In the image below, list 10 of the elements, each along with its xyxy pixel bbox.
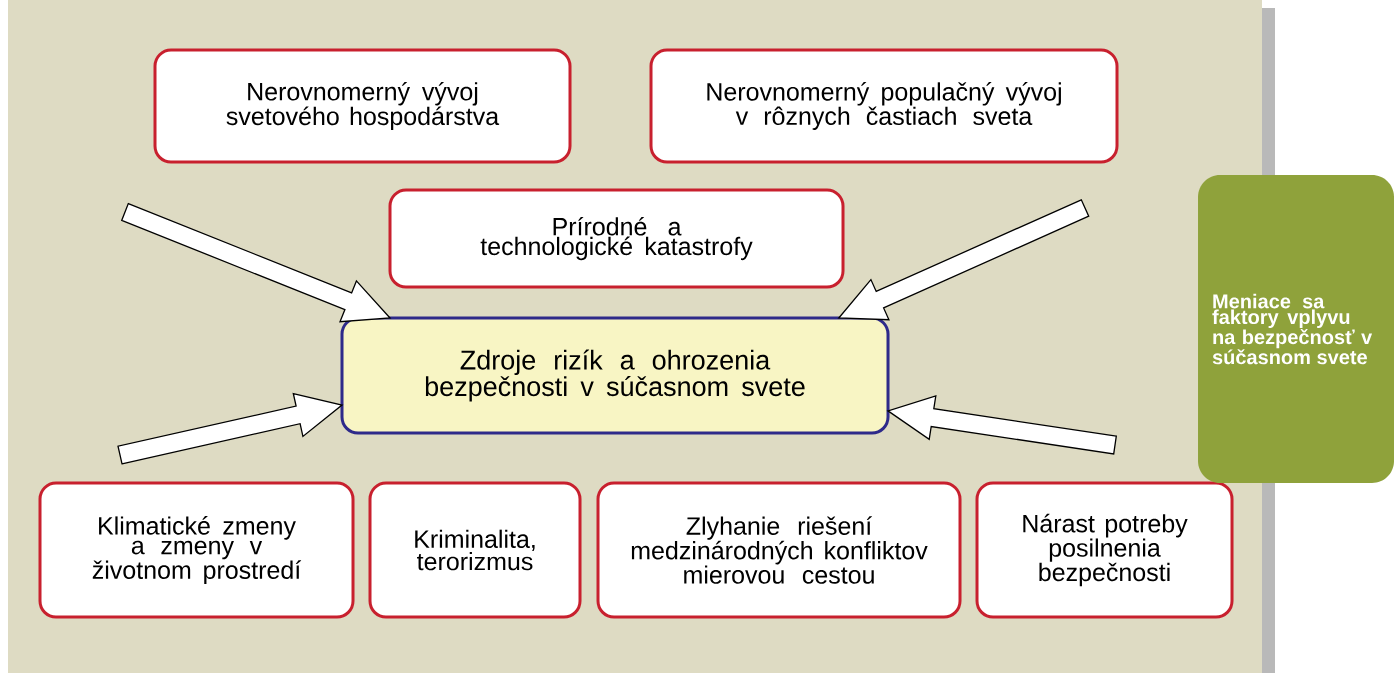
side-tab: Meniace sa faktory vplyvu na bezpečnosť v súčasnom svete: [1198, 175, 1394, 483]
node-box: Prírodné a technologické katastrofy: [388, 188, 845, 289]
node-box: Zlyhanie riešení medzinárodných konfliktov mierovou cestou: [596, 481, 962, 619]
node-box: Nerovnomerný populačný vývoj v rôznych častiach sveta: [649, 48, 1119, 164]
node-box: Klimatické zmeny a zmeny v životnom prostredí: [38, 481, 355, 619]
node-box: Kriminalita, terorizmus: [368, 481, 582, 619]
node-box: Nárast potreby posilnenia bezpečnosti: [975, 481, 1234, 619]
block-arrow: [117, 392, 344, 465]
node-box: Nerovnomerný vývoj svetového hospodárstva: [153, 48, 572, 164]
central-box: Zdroje rizík a ohrozenia bezpečnosti v súčasnom svete: [340, 316, 890, 435]
